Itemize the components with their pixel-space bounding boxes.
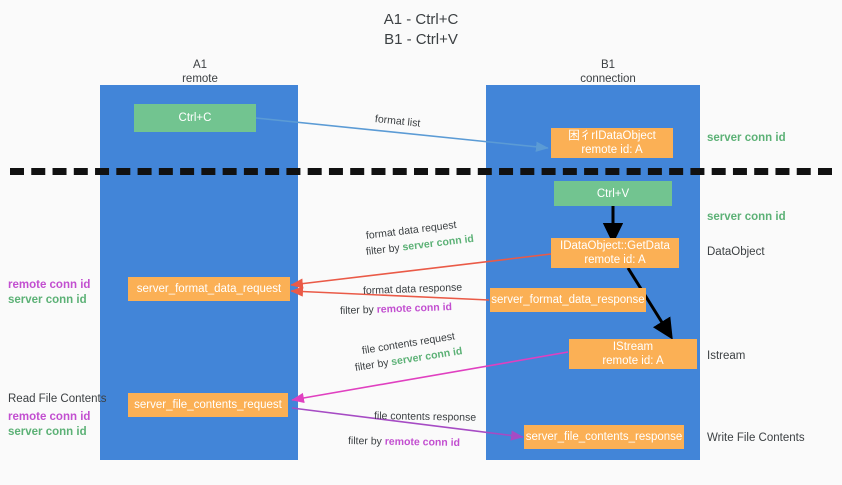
box-getdata-title: IDataObject::GetData	[560, 240, 670, 252]
annotation-server-conn-id-mid: server conn id	[707, 211, 786, 223]
caption-file-contents-response: file contents response	[374, 409, 476, 425]
column-header-b1: B1 connection	[528, 58, 688, 86]
caption-file-contents-response-filter: filter by remote conn id	[348, 434, 460, 450]
box-server-format-data-response[interactable]: server_format_data_response	[490, 288, 646, 312]
annotation-remote-conn-id-format: remote conn id	[8, 279, 91, 291]
caption-format-list-text: format list	[374, 113, 421, 130]
column-header-b1-sub: connection	[580, 73, 636, 85]
caption-format-data-response-filter-prefix: filter by	[339, 303, 377, 317]
box-ctrl-v[interactable]: Ctrl+V	[554, 181, 672, 206]
column-header-a1-sub: remote	[182, 73, 218, 85]
annotation-conn-ids-format: remote conn id server conn id	[8, 278, 90, 308]
box-istream[interactable]: IStream remote id: A	[569, 339, 697, 369]
box-server-file-contents-request-label: server_file_contents_request	[134, 399, 282, 411]
box-ctrl-v-label: Ctrl+V	[596, 187, 630, 200]
annotation-server-conn-id-top: server conn id	[707, 132, 786, 144]
annotation-write-file-contents: Write File Contents	[707, 432, 805, 444]
box-idataobject-title: 困彳rIDataObject	[568, 130, 656, 142]
box-istream-sub: remote id: A	[602, 355, 664, 367]
box-server-format-data-request[interactable]: server_format_data_request	[128, 277, 290, 301]
box-server-file-contents-response[interactable]: server_file_contents_response	[524, 425, 684, 449]
box-idataobject-sub: remote id: A	[581, 144, 643, 156]
box-ctrl-c[interactable]: Ctrl+C	[134, 104, 256, 132]
box-idataobject[interactable]: 困彳rIDataObject remote id: A	[551, 128, 673, 158]
box-server-format-data-request-label: server_format_data_request	[136, 283, 282, 295]
caption-file-contents-response-filter-prefix: filter by	[347, 435, 385, 448]
caption-format-data-response-filter-value: remote conn id	[376, 301, 453, 316]
title-line-1: A1 - Ctrl+C	[383, 11, 459, 28]
box-server-file-contents-request[interactable]: server_file_contents_request	[128, 393, 288, 417]
annotation-read-file-contents: Read File Contents	[8, 393, 107, 405]
caption-format-data-response-text: format data response	[362, 281, 463, 297]
annotation-server-conn-id-format: server conn id	[8, 294, 87, 306]
box-idataobject-getdata[interactable]: IDataObject::GetData remote id: A	[551, 238, 679, 268]
column-header-a1-name: A1	[192, 59, 208, 71]
caption-file-contents-response-text: file contents response	[373, 410, 477, 424]
caption-format-list: format list	[374, 112, 421, 131]
caption-format-data-request-filter-prefix: filter by	[365, 241, 404, 258]
column-header-a1: A1 remote	[120, 58, 280, 86]
title-line-2: B1 - Ctrl+V	[384, 31, 458, 48]
caption-format-data-response: format data response	[363, 281, 463, 298]
caption-format-data-response-filter: filter by remote conn id	[340, 300, 452, 318]
annotation-dataobject: DataObject	[707, 246, 765, 258]
annotation-remote-conn-id-file: remote conn id	[8, 411, 91, 423]
diagram-title: A1 - Ctrl+C B1 - Ctrl+V	[0, 10, 842, 50]
column-header-b1-name: B1	[600, 59, 616, 71]
caption-file-contents-request-filter-prefix: filter by	[354, 356, 393, 374]
box-istream-title: IStream	[612, 341, 654, 353]
annotation-conn-ids-file: remote conn id server conn id	[8, 410, 90, 440]
box-server-file-contents-response-label: server_file_contents_response	[525, 431, 683, 443]
box-getdata-sub: remote id: A	[584, 254, 646, 266]
annotation-server-conn-id-file: server conn id	[8, 426, 87, 438]
caption-file-contents-response-filter-value: remote conn id	[384, 435, 461, 449]
box-ctrl-c-label: Ctrl+C	[178, 112, 212, 124]
box-server-format-data-response-label: server_format_data_response	[491, 294, 645, 306]
annotation-istream: Istream	[707, 350, 746, 362]
divider-dashed	[10, 168, 832, 175]
